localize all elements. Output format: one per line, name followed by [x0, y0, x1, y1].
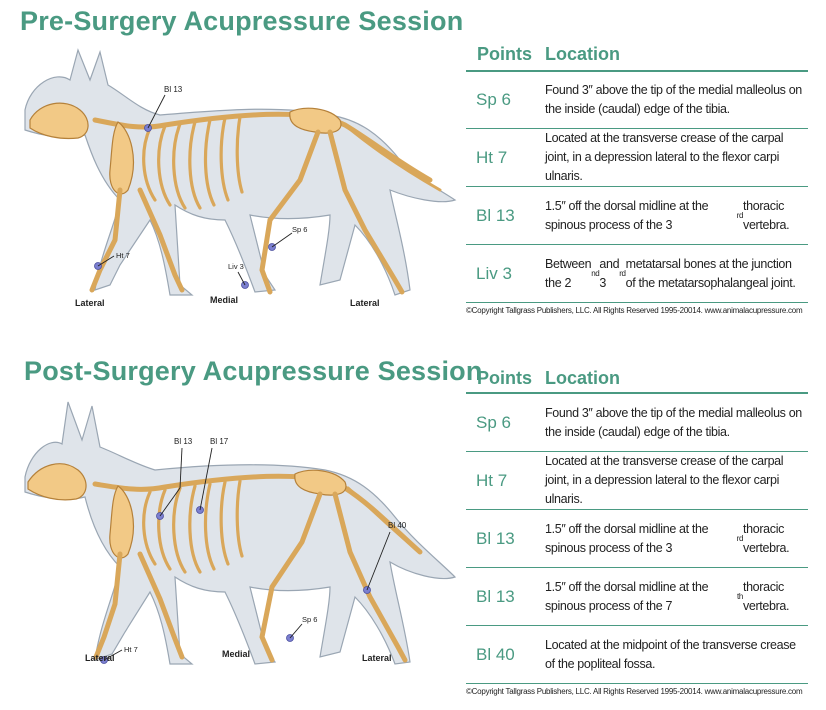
- point-name: Liv 3: [476, 263, 512, 283]
- view-label-left: Lateral: [75, 298, 105, 308]
- post-surgery-title: Post-Surgery Acupressure Session: [24, 356, 483, 386]
- diagram-label-bl13: Bl 13: [164, 85, 183, 94]
- table-row: Bl 40 Located at the midpoint of the tra…: [466, 626, 808, 684]
- point-location: Located at the transverse crease of the …: [545, 454, 784, 506]
- post-surgery-points-table: Points Location Sp 6 Found 3″ above the …: [466, 362, 808, 684]
- point-location: 1.5″ off the dorsal midline at the spino…: [545, 198, 790, 232]
- diagram-label-sp6: Sp 6: [302, 615, 317, 624]
- table-row: Bl 13 1.5″ off the dorsal midline at the…: [466, 187, 808, 245]
- pre-surgery-dog-illustration: Bl 13 Ht 7 Liv 3 Sp 6 Lateral Medial Lat…: [0, 40, 460, 320]
- header-location: Location: [545, 44, 620, 64]
- point-location: 1.5″ off the dorsal midline at the spino…: [545, 579, 790, 613]
- table-row: Sp 6 Found 3″ above the tip of the media…: [466, 394, 808, 452]
- table-header: Points Location: [466, 362, 808, 394]
- header-points: Points: [477, 368, 533, 388]
- point-name: Ht 7: [476, 470, 508, 490]
- point-location: 1.5″ off the dorsal midline at the spino…: [545, 521, 790, 555]
- diagram-label-ht7: Ht 7: [116, 251, 130, 260]
- table-header: Points Location: [466, 38, 808, 72]
- point-location: Found 3″ above the tip of the medial mal…: [545, 83, 802, 116]
- post-view-labels: Lateral Medial Lateral: [0, 350, 460, 705]
- pre-surgery-section: Pre-Surgery Acupressure Session: [0, 6, 808, 320]
- copyright-notice: ©Copyright Tallgrass Publishers, LLC. Al…: [466, 687, 803, 696]
- diagram-label-liv3: Liv 3: [228, 262, 244, 271]
- point-name: Bl 13: [476, 205, 515, 225]
- table-row: Bl 13 1.5″ off the dorsal midline at the…: [466, 510, 808, 568]
- view-label-right: Lateral: [362, 653, 392, 663]
- point-location: Located at the transverse crease of the …: [545, 131, 784, 183]
- table-row: Sp 6 Found 3″ above the tip of the media…: [466, 72, 808, 129]
- point-name: Sp 6: [476, 90, 511, 109]
- header-points: Points: [477, 44, 533, 64]
- point-name: Bl 13: [476, 586, 515, 606]
- point-location: Located at the midpoint of the transvers…: [545, 637, 796, 671]
- table-row: Ht 7 Located at the transverse crease of…: [466, 129, 808, 187]
- pre-surgery-points-table: Points Location Sp 6 Found 3″ above the …: [466, 38, 808, 303]
- copyright-notice: ©Copyright Tallgrass Publishers, LLC. Al…: [466, 306, 803, 315]
- diagram-label-bl17: Bl 17: [210, 437, 229, 446]
- post-surgery-dog-illustration: Bl 13 Bl 17 Bl 40 Ht 7 Sp 6: [0, 392, 460, 672]
- header-location: Location: [545, 368, 620, 388]
- table-row: Bl 13 1.5″ off the dorsal midline at the…: [466, 568, 808, 626]
- post-surgery-section: Post-Surgery Acupressure Session Bl 13: [0, 350, 826, 705]
- view-label-left: Lateral: [85, 653, 115, 663]
- point-name: Bl 13: [476, 528, 515, 548]
- table-row: Ht 7 Located at the transverse crease of…: [466, 452, 808, 510]
- view-label-middle: Medial: [210, 295, 238, 305]
- pre-surgery-title: Pre-Surgery Acupressure Session: [20, 6, 464, 36]
- diagram-label-bl40: Bl 40: [388, 521, 407, 530]
- diagram-label-sp6: Sp 6: [292, 225, 307, 234]
- point-name: Ht 7: [476, 147, 508, 167]
- point-name: Sp 6: [476, 412, 511, 432]
- point-name: Bl 40: [476, 644, 515, 664]
- view-label-right: Lateral: [350, 298, 380, 308]
- diagram-label-bl13: Bl 13: [174, 437, 193, 446]
- dog-skeleton-icon: Bl 13 Bl 17 Bl 40 Ht 7 Sp 6: [24, 401, 457, 665]
- view-label-middle: Medial: [222, 649, 251, 659]
- point-location: Found 3″ above the tip of the medial mal…: [545, 405, 802, 439]
- diagram-label-ht7: Ht 7: [124, 645, 138, 654]
- dog-skeleton-icon: Bl 13 Ht 7 Liv 3 Sp 6 Lateral Medial Lat…: [24, 48, 457, 308]
